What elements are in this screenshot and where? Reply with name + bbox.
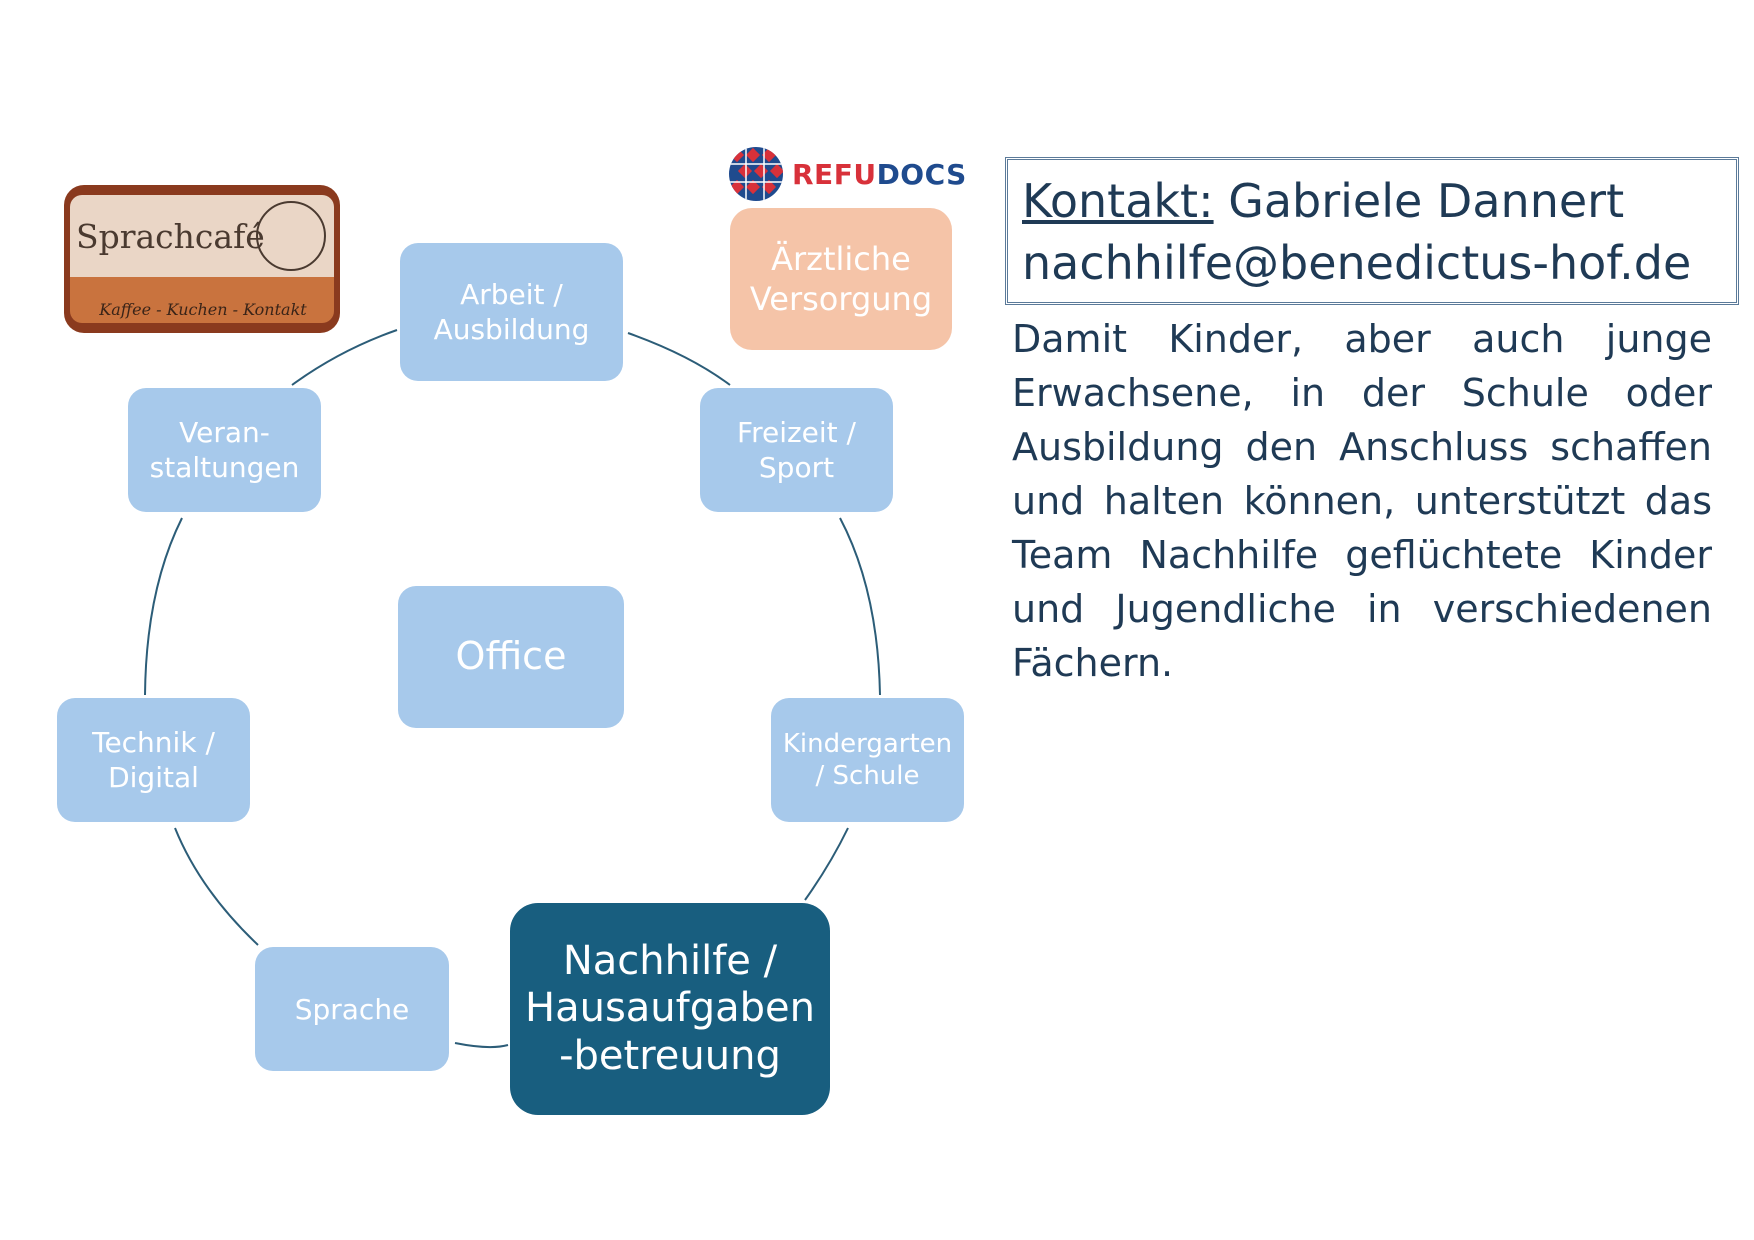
connector-arc [291, 329, 398, 386]
description-text: Damit Kinder, aber auch junge Erwachsene… [1012, 317, 1712, 685]
coffee-cup-icon [256, 201, 326, 271]
refudocs-refu: REFU [792, 157, 877, 191]
node-office: Office [398, 586, 624, 728]
refudocs-logo: REFUDOCS [726, 140, 966, 208]
sprachcafe-title: Sprachcafé [76, 217, 265, 256]
node-aerztliche-versorgung: Ärztliche Versorgung [730, 208, 952, 350]
sprachcafe-subtitle: Kaffee - Kuchen - Kontakt [99, 300, 307, 319]
sprachcafe-logo: Sprachcafé Kaffee - Kuchen - Kontakt [64, 185, 340, 333]
node-freizeit-sport: Freizeit / Sport [700, 388, 893, 512]
node-nachhilfe: Nachhilfe / Hausaufgaben -betreuung [510, 903, 830, 1115]
contact-name: Gabriele Dannert [1228, 174, 1625, 228]
refudocs-docs: DOCS [876, 157, 967, 191]
node-arbeit-ausbildung: Arbeit / Ausbildung [400, 243, 623, 381]
connector-arc [804, 827, 849, 901]
connector-arc [627, 332, 731, 386]
connector-arc [839, 517, 881, 696]
node-technik-digital: Technik / Digital [57, 698, 250, 822]
node-kindergarten-schule: Kindergarten / Schule [771, 698, 964, 822]
connector-arc [454, 1042, 509, 1049]
contact-line: Kontakt: Gabriele Dannert [1022, 170, 1722, 232]
node-sprache: Sprache [255, 947, 449, 1071]
contact-box: Kontakt: Gabriele Dannert nachhilfe@bene… [1005, 157, 1739, 305]
connector-arc [144, 517, 183, 696]
contact-email: nachhilfe@benedictus-hof.de [1022, 236, 1692, 290]
globe-icon [729, 147, 783, 201]
connector-arc [174, 827, 259, 946]
node-veranstaltungen: Veran- staltungen [128, 388, 321, 512]
contact-label: Kontakt: [1022, 174, 1214, 228]
